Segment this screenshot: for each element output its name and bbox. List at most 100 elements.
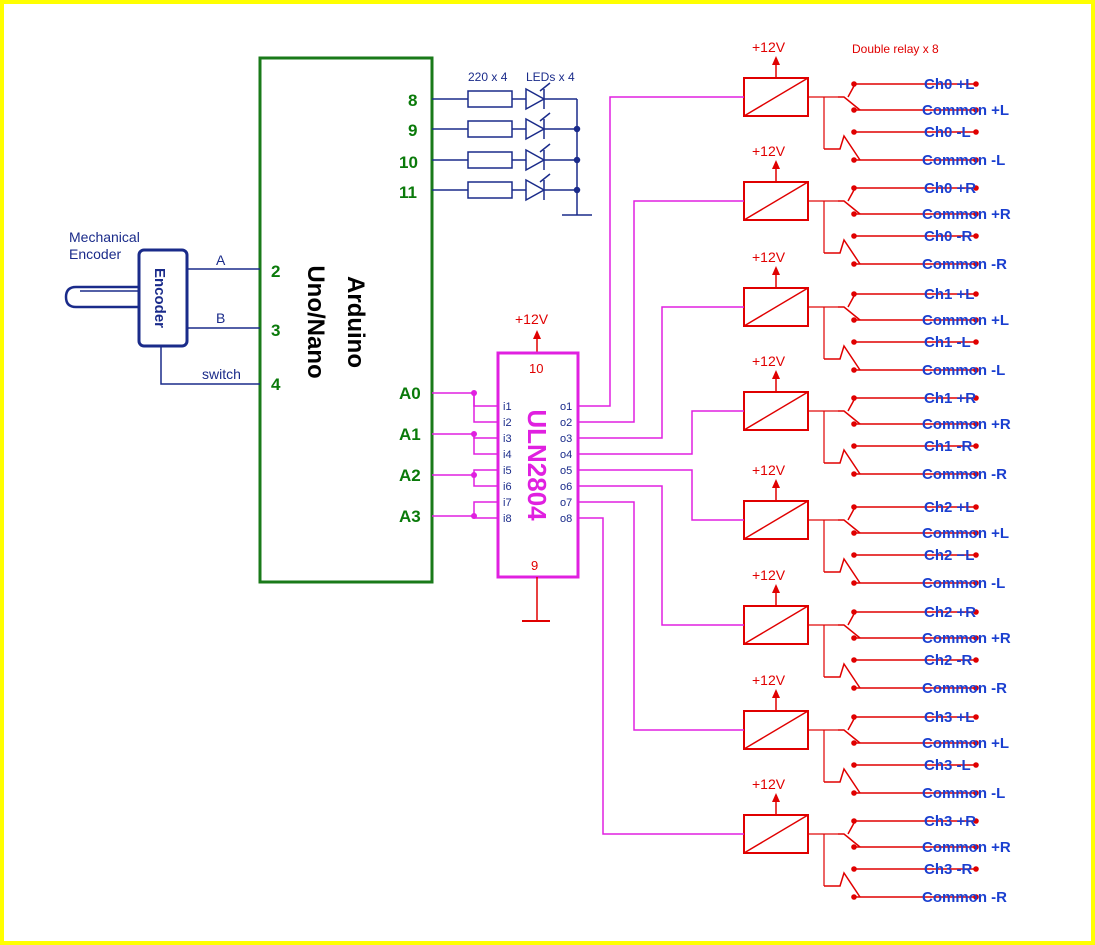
relay-vcc-arrow [772, 266, 780, 275]
pin-3: 3 [271, 321, 280, 340]
led-label: LEDs x 4 [526, 70, 575, 84]
relay-contact-dot [973, 367, 979, 373]
pin-a0: A0 [399, 384, 421, 403]
uln-output-label: o3 [560, 433, 572, 445]
relay-vcc-arrow [772, 160, 780, 169]
relay-title: Double relay x 8 [852, 42, 939, 56]
input-wire [473, 475, 498, 487]
relay-channel-label: Ch0 +R [924, 180, 976, 197]
relay-contact-dot [973, 790, 979, 796]
relay-contact-dot [851, 233, 857, 239]
uln2804-chip: +12V 10 9 ULN2804 [496, 311, 580, 622]
uln-input-label: i5 [503, 465, 512, 477]
relay-contact-dot [851, 894, 857, 900]
relay-channel-label: Common +L [922, 102, 1009, 119]
input-wire [473, 434, 498, 455]
encoder-body [137, 248, 189, 348]
relay-switch-arm [824, 344, 861, 371]
relay-contact-dot [973, 894, 979, 900]
relay-contact-dot [973, 395, 979, 401]
relay-switch-contact [847, 85, 855, 98]
relay-switch-arm [838, 96, 861, 111]
led-diode [525, 87, 546, 111]
uln-input-label: i6 [503, 481, 512, 493]
relay-contact-dot [851, 211, 857, 217]
relay-channel-label: Ch1 -R [924, 438, 973, 455]
pin-4: 4 [271, 375, 281, 394]
relay-contact-dot [851, 552, 857, 558]
input-wire [473, 501, 498, 516]
relay-vcc-label: +12V [752, 249, 786, 265]
relay-drive-wire [578, 410, 744, 455]
wire-label-a: A [216, 252, 226, 268]
relay-switch-contact [847, 718, 855, 731]
encoder-caption-2: Encoder [69, 246, 121, 262]
pin-a1: A1 [399, 425, 421, 444]
relay-contact-dot [851, 580, 857, 586]
relay-channel-label: Common -L [922, 575, 1005, 592]
relay-contact-dot [851, 81, 857, 87]
input-wire [473, 393, 498, 423]
relay-contact-dot [973, 185, 979, 191]
relay-contact-dot [851, 504, 857, 510]
uln-output-label: o4 [560, 449, 572, 461]
relay-contact-dot [851, 261, 857, 267]
relay-contact-dot [973, 657, 979, 663]
relay-drive-wire [578, 469, 744, 521]
relay-contact-dot [851, 107, 857, 113]
input-wire [473, 469, 498, 475]
relay-switch-arm [824, 134, 861, 161]
relay-contact-dot [851, 790, 857, 796]
relay-switch-contact [847, 399, 855, 412]
relay-vcc-label: +12V [752, 39, 786, 55]
relay-contact-dot [973, 685, 979, 691]
relay-vcc-label: +12V [752, 143, 786, 159]
led-diode [525, 117, 546, 141]
relay-contact-dot [851, 844, 857, 850]
relay-contact-dot [973, 317, 979, 323]
relay-contact-dot [973, 530, 979, 536]
uln-pin-10: 10 [529, 361, 543, 376]
pin-a2: A2 [399, 466, 421, 485]
relay-switch-contact [847, 189, 855, 202]
relay-contact-dot [851, 609, 857, 615]
relay-vcc-arrow [772, 479, 780, 488]
relay-contact-dot [973, 211, 979, 217]
relay-contact-dot [973, 261, 979, 267]
relay-contact-dot [973, 635, 979, 641]
relay-switch-arm [824, 557, 861, 584]
uln-vcc-label: +12V [515, 311, 549, 327]
uln-input-label: i4 [503, 449, 512, 461]
relay-contact-dot [973, 421, 979, 427]
relay-drive-wire [578, 485, 744, 626]
relay-contact-dot [851, 657, 857, 663]
relay-channel-label: Ch1 +L [924, 286, 974, 303]
resistor-label: 220 x 4 [468, 70, 508, 84]
relay-channel-label: Ch1 +R [924, 390, 976, 407]
relay-contact-dot [973, 339, 979, 345]
relay-vcc-arrow [772, 584, 780, 593]
relay-contact-dot [973, 291, 979, 297]
relay-vcc-label: +12V [752, 567, 786, 583]
relay-coil-diagonal [743, 287, 809, 327]
wire-label-b: B [216, 310, 225, 326]
relay-channel-label: Common +R [922, 206, 1011, 223]
relay-drive-wire [578, 96, 744, 407]
relay-drive-wire [578, 517, 744, 835]
relay-channel-label: Ch3 +L [924, 709, 974, 726]
pin-11: 11 [399, 183, 417, 202]
pin-2: 2 [271, 262, 280, 281]
arduino-subtitle: Uno/Nano [302, 265, 329, 378]
relay-contact-dot [973, 818, 979, 824]
relay-coil-diagonal [743, 181, 809, 221]
encoder: Mechanical Encoder Encoder A B switch [64, 229, 260, 385]
uln-output-label: o1 [560, 401, 572, 413]
relay-channel-label: Common -R [922, 680, 1007, 697]
relay-vcc-label: +12V [752, 462, 786, 478]
relay-channel-label: Ch3 -R [924, 861, 973, 878]
led-arrow [539, 143, 551, 153]
wire-label-switch: switch [202, 366, 241, 382]
relay-contact-dot [973, 129, 979, 135]
relay-vcc-arrow [772, 793, 780, 802]
relay-contact-dot [851, 762, 857, 768]
